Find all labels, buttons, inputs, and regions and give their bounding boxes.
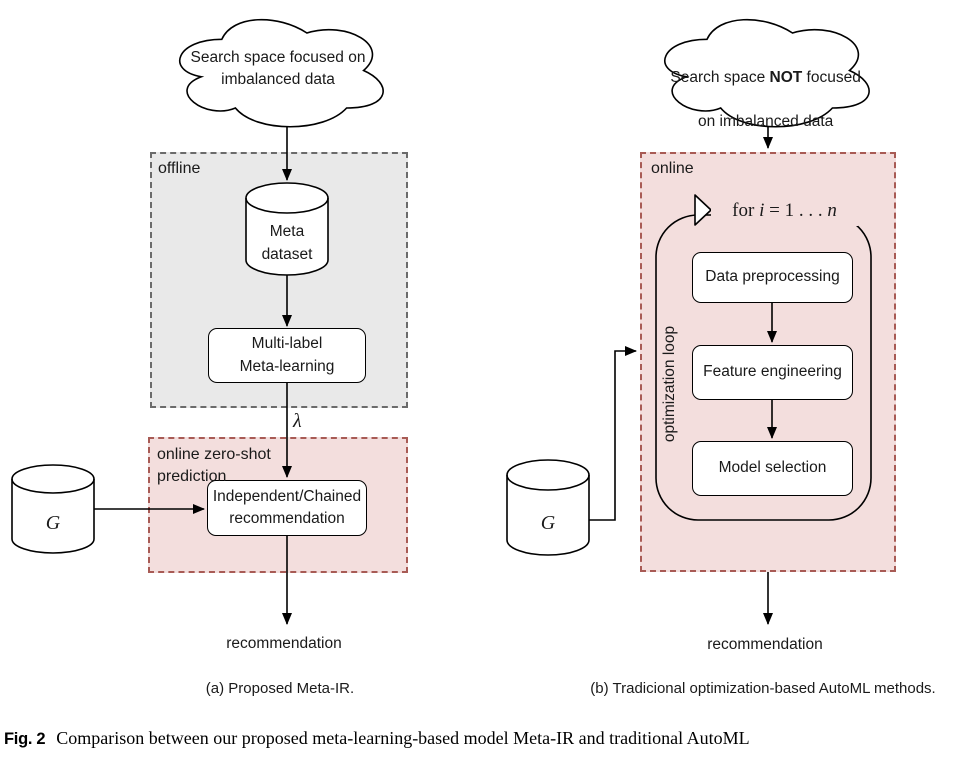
feature-engineering-label: Feature engineering	[703, 363, 842, 381]
g-label-left: G	[45, 512, 61, 534]
multilabel-line1: Multi-label	[251, 335, 323, 353]
independent-chained-node: Independent/Chained recommendation	[207, 480, 367, 536]
multilabel-metalearning-node: Multi-label Meta-learning	[208, 328, 366, 383]
cloud-left-text: Search space focused on imbalanced data	[167, 47, 389, 91]
figure-caption-text: Comparison between our proposed meta-lea…	[56, 728, 750, 748]
subcaption-b: (b) Tradicional optimization-based AutoM…	[590, 680, 936, 697]
model-selection-label: Model selection	[718, 459, 827, 477]
cloud-right-text: Search space NOT focused on imbalanced d…	[646, 45, 868, 155]
cloud-right-line2: on imbalanced data	[697, 113, 834, 130]
cloud-right-line1-pre: Search space	[670, 69, 770, 86]
recommendation-label-left: recommendation	[226, 635, 342, 652]
data-preprocessing-label: Data preprocessing	[705, 268, 840, 286]
subcaption-a: (a) Proposed Meta-IR.	[205, 680, 355, 697]
for-var-i: i	[759, 200, 765, 221]
g-label-right: G	[540, 512, 556, 534]
figure-caption: Fig. 2 Comparison between our proposed me…	[4, 728, 962, 749]
for-loop-header: for i = 1 . . . n	[711, 196, 858, 226]
model-selection-node: Model selection	[692, 441, 853, 496]
g-cylinder-right	[506, 459, 590, 556]
cloud-right-not: NOT	[769, 69, 803, 86]
for-keyword: for	[732, 200, 760, 221]
online-zero-shot-region-label: online zero-shot prediction	[157, 444, 271, 487]
meta-dataset-line2: dataset	[261, 246, 313, 264]
figure-caption-tag: Fig. 2	[4, 730, 46, 748]
online-region-label: online	[651, 160, 694, 177]
meta-dataset-label: Meta dataset	[237, 220, 337, 267]
online-zs-line2: prediction	[157, 467, 227, 485]
cloud-right-line1-post: focused	[802, 69, 861, 86]
independent-line1: Independent/Chained	[212, 487, 362, 505]
meta-dataset-line1: Meta	[269, 223, 305, 240]
cloud-left-line2: imbalanced data	[221, 71, 335, 88]
g-cylinder-left	[11, 464, 95, 554]
for-var-n: n	[827, 200, 837, 221]
online-zs-line1: online zero-shot	[157, 446, 271, 463]
offline-region-label: offline	[158, 160, 201, 177]
multilabel-line2: Meta-learning	[239, 357, 335, 375]
arrow-g-to-loop	[589, 346, 637, 521]
for-range: = 1 . . .	[764, 200, 828, 221]
independent-line2: recommendation	[229, 510, 345, 527]
optimization-loop-label: optimization loop	[661, 325, 678, 443]
recommendation-label-right: recommendation	[707, 636, 823, 653]
cloud-left-line1: Search space focused on	[190, 49, 366, 66]
feature-engineering-node: Feature engineering	[692, 345, 853, 400]
lambda-label: λ	[293, 410, 302, 432]
data-preprocessing-node: Data preprocessing	[692, 252, 853, 303]
